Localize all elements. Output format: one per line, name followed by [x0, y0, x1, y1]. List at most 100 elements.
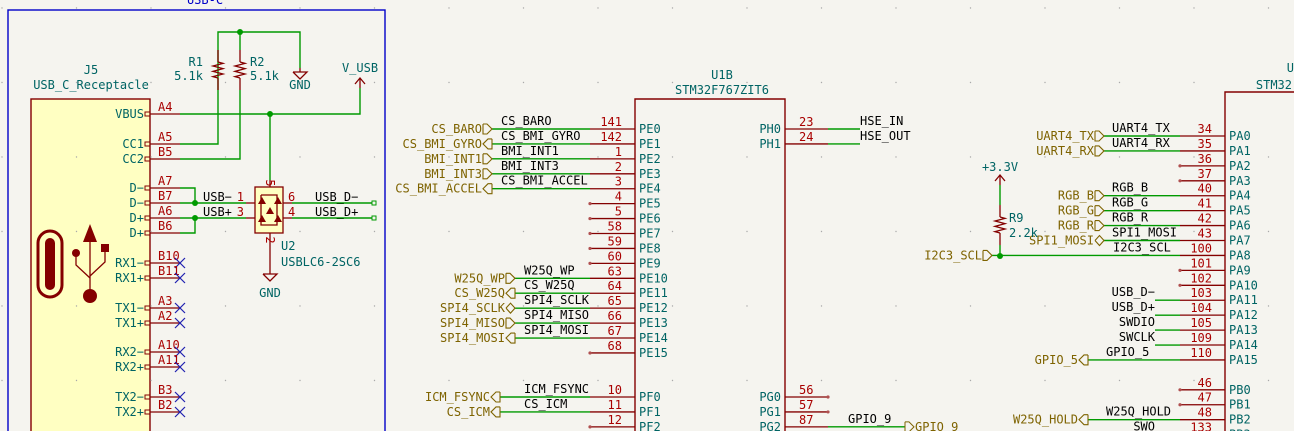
hierarchical-label-shape — [505, 272, 516, 284]
u2-pin-number: 6 — [288, 190, 295, 204]
j5-pin-name: D+ — [130, 211, 144, 225]
hierarchical-label[interactable]: RGB_B — [1058, 189, 1094, 203]
pin-number: 64 — [608, 279, 622, 293]
gnd-symbol — [262, 273, 279, 282]
hierarchical-label[interactable]: SPI4_MISO — [440, 316, 505, 330]
hierarchical-label-shape — [1094, 130, 1105, 142]
hierarchical-label[interactable]: CS_W25Q — [454, 286, 505, 300]
u2-pin-number: 2 — [263, 236, 277, 243]
u2-diode-bridge — [260, 194, 278, 226]
grid-dot — [1193, 379, 1195, 382]
hierarchical-label-shape — [1078, 414, 1089, 426]
hierarchical-label[interactable]: GPIO_5 — [1035, 353, 1078, 367]
hierarchical-label[interactable]: BMI_INT1 — [424, 152, 482, 166]
j5-pin-name: D+ — [130, 226, 144, 240]
pin-name: PE11 — [639, 286, 668, 300]
j5-pin-number: A6 — [158, 204, 172, 218]
grid-dot — [299, 379, 301, 382]
unconnected-pin-dot — [588, 351, 592, 355]
hierarchical-label[interactable]: CS_ICM — [447, 405, 490, 419]
grid-dot — [1118, 379, 1121, 382]
hierarchical-label[interactable]: UART4_RX — [1036, 144, 1095, 158]
unconnected-pin-dot — [588, 216, 592, 221]
hierarchical-label[interactable]: I2C3_SCL — [924, 248, 982, 262]
sheet-title[interactable]: USB-C — [187, 0, 223, 7]
pin-name: PF1 — [639, 405, 661, 419]
hierarchical-label-shape — [490, 391, 501, 403]
hierarchical-label[interactable]: RGB_G — [1058, 204, 1094, 218]
grid-dot — [1193, 156, 1195, 158]
j5-pin-number: A2 — [158, 309, 172, 323]
net-label: BMI_INT3 — [501, 159, 559, 173]
grid-dot — [448, 7, 450, 9]
net-label: CS_BMI_ACCEL — [501, 174, 588, 188]
pin-number: 103 — [1190, 286, 1212, 300]
pin-number: 102 — [1190, 271, 1212, 285]
u2-pin-number: 3 — [237, 205, 244, 219]
j5-pin-number: A5 — [158, 130, 172, 144]
grid-dot — [969, 7, 972, 9]
j5-pin-marker — [144, 409, 151, 415]
hierarchical-label[interactable]: SPI1_MOSI — [1029, 234, 1094, 248]
net-label-usb-d-plus: USB_D+ — [315, 205, 358, 219]
pin-name: PE4 — [639, 182, 661, 196]
grid-dot — [448, 305, 450, 307]
u2-pin-number: 4 — [288, 205, 295, 219]
hierarchical-label-shape — [982, 249, 993, 261]
grid-dot — [1267, 379, 1270, 382]
grid-dot — [671, 230, 674, 233]
junction-dot — [237, 29, 243, 35]
pin-name: PE10 — [639, 271, 668, 285]
grid-dot — [820, 156, 823, 158]
usb-c-sheet-border — [7, 9, 386, 431]
net-label: W25Q_HOLD — [1106, 405, 1171, 419]
r9-zigzag — [992, 216, 1008, 234]
hierarchical-label[interactable]: CS_BMI_GYRO — [403, 137, 482, 151]
grid-dot — [299, 230, 301, 233]
hierarchical-label[interactable]: UART4_TX — [1036, 129, 1095, 143]
j5-pin-number: B10 — [158, 249, 180, 263]
hierarchical-label[interactable]: CS_BARO — [431, 122, 482, 136]
grid-dot — [1044, 156, 1046, 158]
hierarchical-label-shape — [482, 168, 493, 180]
grid-dot — [597, 7, 599, 9]
pin-name: PA5 — [1229, 204, 1251, 218]
hierarchical-label-shape — [904, 421, 915, 431]
grid-dot — [224, 81, 227, 84]
no-connect-marker — [174, 346, 186, 358]
hierarchical-label[interactable]: W25Q_WP — [454, 271, 505, 285]
j5-pin-number: A3 — [158, 294, 172, 308]
hierarchical-label[interactable]: SPI4_SCLK — [440, 301, 506, 315]
j5-pin-name: RX2+ — [115, 360, 144, 374]
grid-dot — [597, 305, 599, 307]
hierarchical-label[interactable]: ICM_FSYNC — [425, 390, 490, 404]
pin-number: 141 — [600, 115, 622, 129]
pin-number: 34 — [1198, 122, 1212, 136]
hierarchical-label[interactable]: BMI_INT3 — [424, 167, 482, 181]
hierarchical-label-shape — [1094, 190, 1105, 202]
grid-dot — [1267, 81, 1270, 84]
hierarchical-label[interactable]: SPI4_MOSI — [440, 331, 505, 345]
pin-number: 110 — [1190, 346, 1212, 360]
grid-dot — [224, 230, 227, 233]
unconnected-pin-dot — [1178, 268, 1182, 272]
pin-number: 43 — [1198, 227, 1212, 241]
hierarchical-label[interactable]: RGB_R — [1058, 219, 1095, 233]
j5-pin-marker — [144, 305, 151, 311]
grid-dot — [746, 230, 748, 233]
grid-dot — [671, 305, 674, 307]
gnd-label: GND — [259, 286, 281, 300]
grid-dot — [1118, 230, 1121, 233]
pin-name: PB3 — [1229, 428, 1251, 431]
hierarchical-label[interactable]: CS_BMI_ACCEL — [395, 182, 482, 196]
hierarchical-label[interactable]: W25Q_HOLD — [1013, 413, 1078, 427]
hierarchical-label[interactable]: GPIO_9 — [915, 420, 958, 431]
pin-number: 142 — [600, 130, 622, 144]
grid-dot — [522, 230, 525, 233]
grid-dot — [895, 156, 897, 158]
pin-name: PE8 — [639, 241, 661, 255]
grid-dot — [1267, 156, 1270, 158]
pin-name: PE12 — [639, 301, 668, 315]
